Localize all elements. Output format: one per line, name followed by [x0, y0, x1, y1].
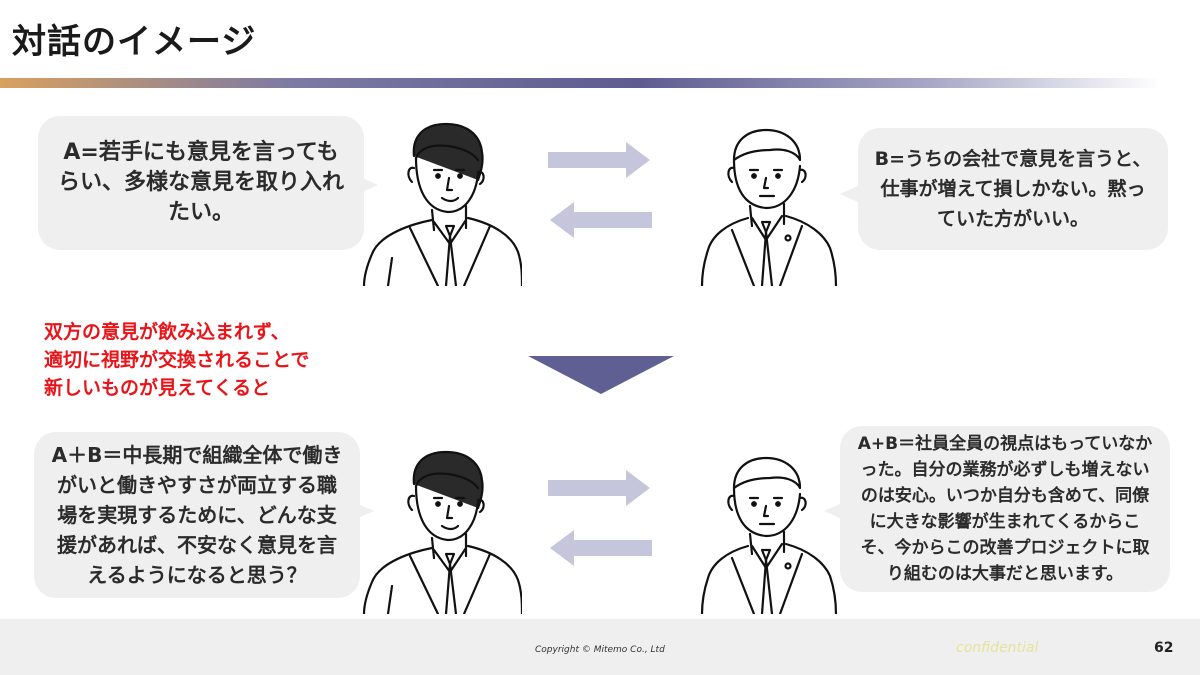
arrow-left-bottom — [550, 530, 652, 566]
down-arrow-triangle — [528, 356, 674, 394]
speech-bubble-b: B=うちの会社で意見を言うと、仕事が増えて損しかない。黙っていた方がいい。 — [840, 128, 1168, 250]
speech-bubble-a-text: A=若手にも意見を言ってもらい、多様な意見を取り入れたい。 — [57, 140, 344, 225]
copyright-text: Copyright © Mitemo Co., Ltd — [535, 645, 665, 655]
title-underline — [0, 78, 1160, 88]
page-number: 62 — [1154, 640, 1174, 656]
person-a-bottom-illustration — [362, 450, 522, 614]
speech-bubble-ab-right: A+B＝社員全員の視点はもっていなかった。自分の業務が必ずしも増えないのは安心。… — [824, 426, 1170, 592]
arrow-right-top — [548, 142, 650, 178]
transition-line-2: 適切に視野が交換されることで — [44, 349, 310, 371]
transition-line-1: 双方の意見が飲み込まれず、 — [44, 321, 290, 343]
transition-line-3: 新しいものが見えてくると — [44, 377, 271, 399]
transition-text: 双方の意見が飲み込まれず、 適切に視野が交換されることで 新しいものが見えてくる… — [44, 318, 309, 402]
speech-bubble-ab-left-text: A＋B＝中長期で組織全体で働きがいと働きやすさが両立する職場を実現するために、ど… — [51, 443, 343, 587]
speech-bubble-ab-right-text: A+B＝社員全員の視点はもっていなかった。自分の業務が必ずしも増えないのは安心。… — [857, 434, 1153, 584]
confidential-label: confidential — [956, 640, 1039, 656]
speech-bubble-b-text: B=うちの会社で意見を言うと、仕事が増えて損しかない。黙っていた方がいい。 — [874, 148, 1152, 230]
arrow-left-top — [550, 202, 652, 238]
person-b-bottom-illustration — [700, 456, 838, 614]
person-b-top-illustration — [700, 128, 838, 286]
speech-bubble-ab-left: A＋B＝中長期で組織全体で働きがいと働きやすさが両立する職場を実現するために、ど… — [34, 432, 374, 598]
footer-bar — [0, 619, 1200, 675]
speech-bubble-a: A=若手にも意見を言ってもらい、多様な意見を取り入れたい。 — [38, 116, 378, 250]
person-a-top-illustration — [362, 122, 522, 286]
arrow-right-bottom — [548, 470, 650, 506]
slide-title: 対話のイメージ — [12, 22, 257, 62]
